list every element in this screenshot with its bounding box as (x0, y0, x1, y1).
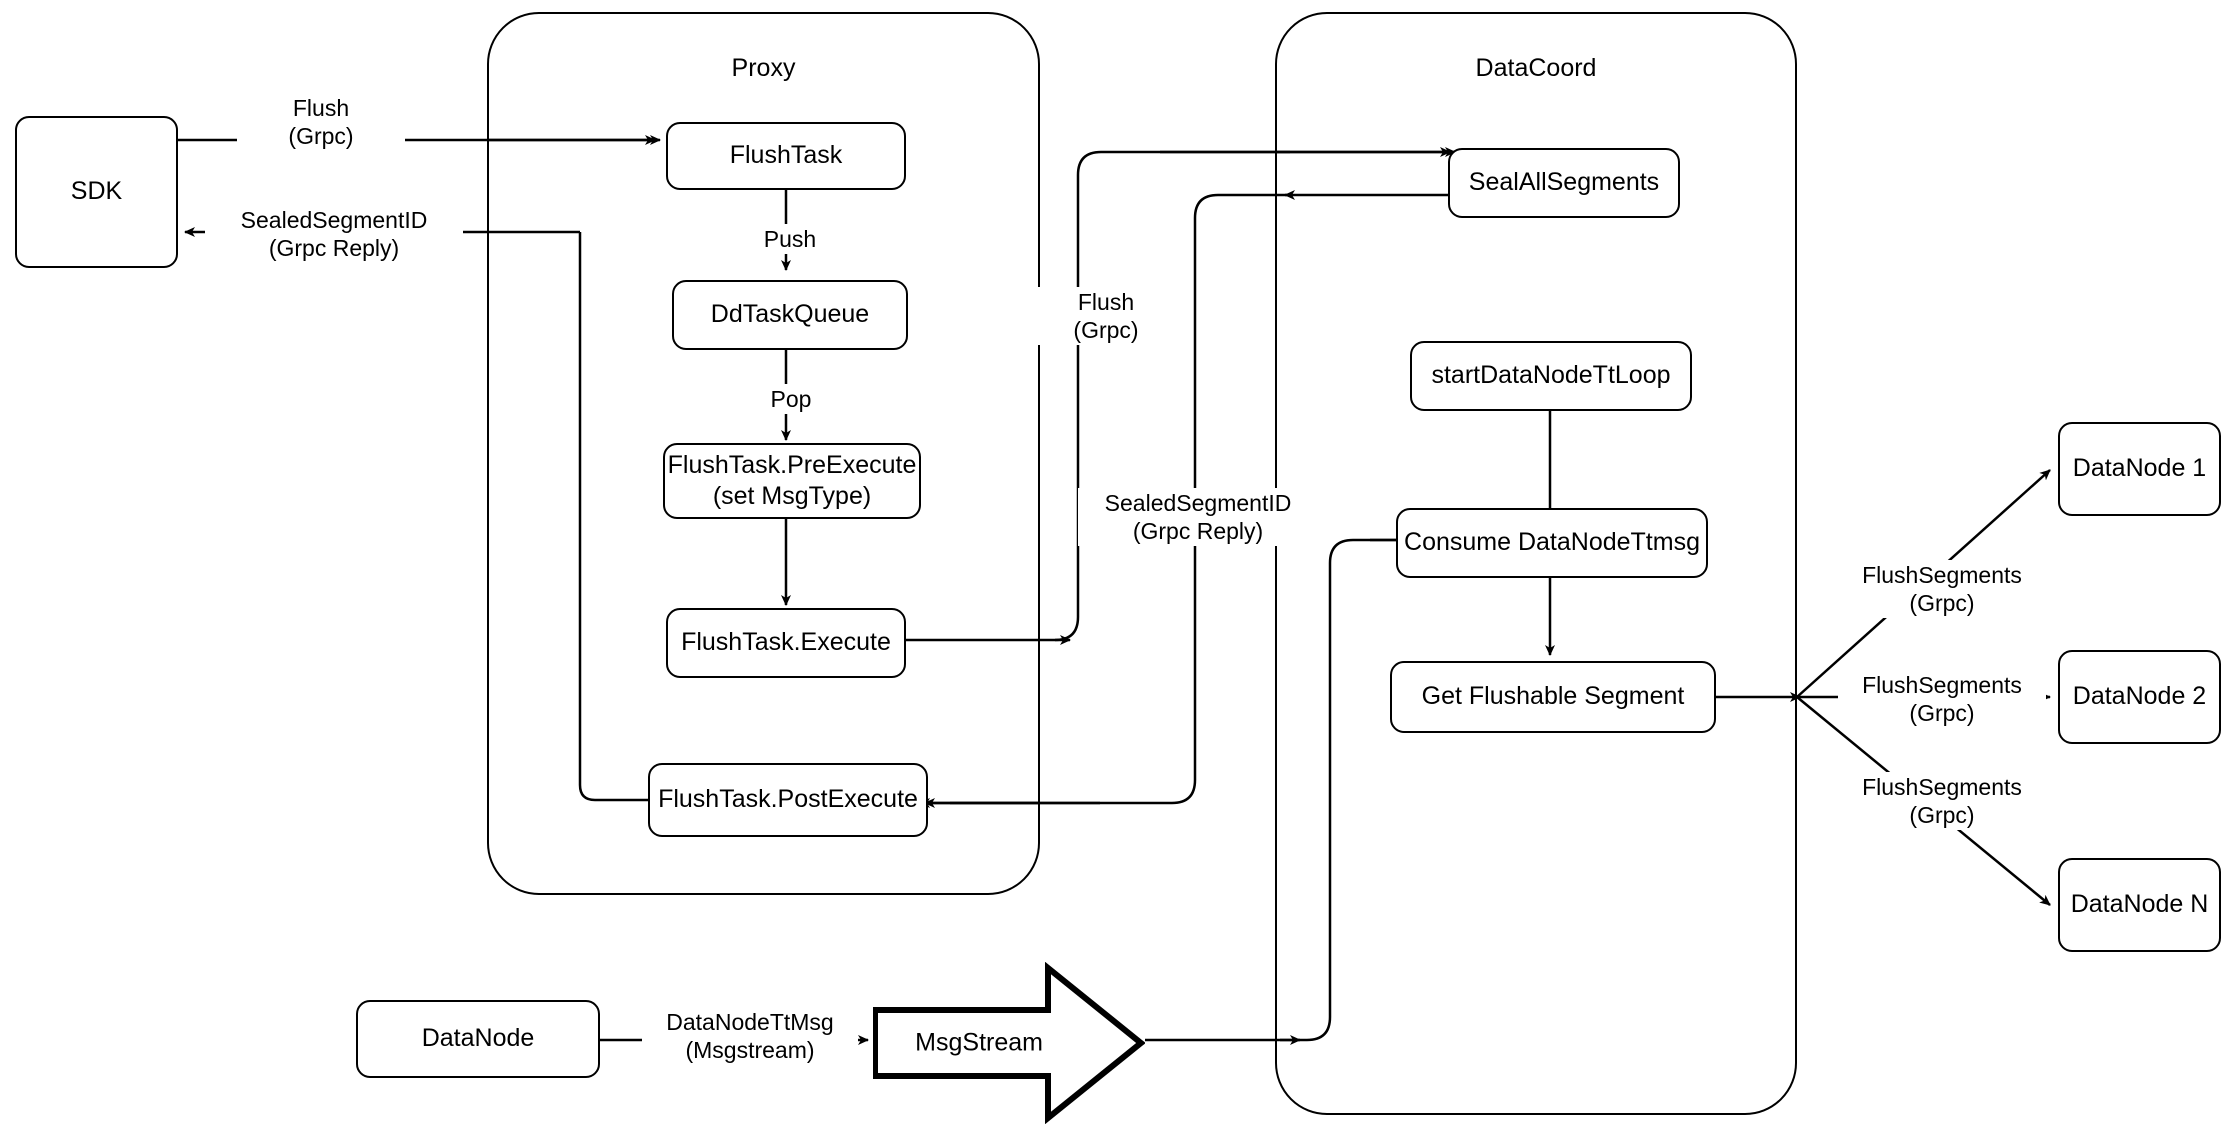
node-sdk[interactable]: SDK (15, 116, 178, 268)
node-flush-task-preexecute[interactable]: FlushTask.PreExecute (set MsgType) (663, 443, 921, 519)
node-get-flushable-segment[interactable]: Get Flushable Segment (1390, 661, 1716, 733)
node-seal-all-segments[interactable]: SealAllSegments (1448, 148, 1680, 218)
node-datanode-n[interactable]: DataNode N (2058, 858, 2221, 952)
node-flush-task-execute[interactable]: FlushTask.Execute (666, 608, 906, 678)
node-flush-task[interactable]: FlushTask (666, 122, 906, 190)
edge-label-sdk-to-proxy: Flush (Grpc) (237, 93, 405, 152)
edge-label-flush-segments-2: FlushSegments (Grpc) (1838, 670, 2046, 729)
node-datanode-source-label: DataNode (421, 1024, 535, 1053)
edge-label-flush-segments-1: FlushSegments (Grpc) (1838, 560, 2046, 619)
node-flush-task-postexecute[interactable]: FlushTask.PostExecute (648, 763, 928, 837)
node-start-datanode-tt-loop[interactable]: startDataNodeTtLoop (1410, 341, 1692, 411)
node-datanode-source[interactable]: DataNode (356, 1000, 600, 1078)
node-flush-task-execute-label: FlushTask.Execute (681, 628, 891, 657)
node-msgstream[interactable]: MsgStream (872, 961, 1146, 1125)
msgstream-arrow-icon (872, 961, 1146, 1125)
wire-execute-riser (1054, 150, 1290, 642)
node-consume-datanode-ttmsg-label: Consume DataNodeTtmsg (1404, 528, 1700, 557)
node-datanode-2[interactable]: DataNode 2 (2058, 650, 2221, 744)
node-msgstream-label: MsgStream (915, 1028, 1043, 1057)
node-datanode-1-label: DataNode 1 (2072, 454, 2207, 483)
node-flush-task-preexecute-label: FlushTask.PreExecute (set MsgType) (667, 450, 917, 510)
edge-label-flush-segments-n: FlushSegments (Grpc) (1838, 772, 2046, 831)
node-dd-task-queue[interactable]: DdTaskQueue (672, 280, 908, 350)
node-start-datanode-tt-loop-label: startDataNodeTtLoop (1431, 361, 1671, 390)
node-sdk-label: SDK (70, 177, 123, 206)
node-consume-datanode-ttmsg[interactable]: Consume DataNodeTtmsg (1396, 508, 1708, 578)
edge-label-datacoord-to-proxy: SealedSegmentID (Grpc Reply) (1078, 488, 1318, 547)
node-get-flushable-segment-label: Get Flushable Segment (1421, 682, 1685, 711)
container-datacoord-title: DataCoord (1475, 54, 1597, 82)
node-datanode-1[interactable]: DataNode 1 (2058, 422, 2221, 516)
node-datanode-2-label: DataNode 2 (2072, 682, 2207, 711)
edge-label-pop: Pop (748, 384, 834, 415)
edge-label-push: Push (740, 224, 840, 255)
edge-label-proxy-to-datacoord: Flush (Grpc) (1038, 287, 1174, 346)
node-datanode-n-label: DataNode N (2070, 890, 2209, 919)
node-flush-task-postexecute-label: FlushTask.PostExecute (658, 785, 918, 814)
edge-label-datanode-tt-msg: DataNodeTtMsg (Msgstream) (642, 1007, 858, 1066)
node-dd-task-queue-label: DdTaskQueue (710, 300, 870, 329)
edge-label-proxy-to-sdk: SealedSegmentID (Grpc Reply) (205, 205, 463, 264)
container-proxy-title: Proxy (731, 54, 796, 82)
node-seal-all-segments-label: SealAllSegments (1468, 168, 1660, 197)
node-flush-task-label: FlushTask (729, 141, 843, 170)
